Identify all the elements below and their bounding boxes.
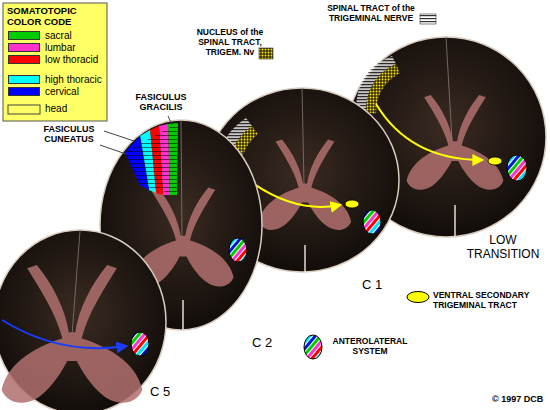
legend-text: sacral [45,30,105,42]
gray-matter [259,140,351,230]
legend-text: SPINAL TRACT of the TRIGEMINAL NERVE [312,4,430,24]
anterolateral-arrow [2,320,126,348]
legend-swatch [8,87,40,96]
dorsal-septum [72,231,80,335]
level-label: C 5 [150,385,180,400]
leader-line [168,116,172,125]
copyright-note: © 1997 DCB [492,394,547,404]
anterolateral-swatch [304,335,322,359]
gray-matter [407,95,504,190]
legend-title: SOMATOTOPIC COLOR CODE [7,6,105,28]
cord-outline [0,230,166,410]
c5-section [0,230,166,410]
dorsal-septum [181,121,182,238]
ventral-fissure [182,300,184,330]
ventral-trigeminal-tract [345,200,359,208]
legend-swatch [8,55,40,64]
legend-swatch [8,31,40,40]
ventral-fissure [454,205,456,237]
legend-text: VENTRAL SECONDARY TRIGEMINAL TRACT [433,291,545,311]
legend-swatch [8,75,40,84]
tract-label: FASICULUS GRACILIS [126,92,196,113]
wedge-stripes [125,123,178,195]
head-swatch [8,105,40,114]
ventral-trigeminal-tract [488,157,502,165]
nucleus-swatch [259,48,273,59]
tract-swatch [420,14,436,24]
anterolateral-system [363,210,381,234]
spinal-trigeminal-nucleus [366,64,400,114]
anterolateral-system [229,238,247,262]
level-label: LOW TRANSITION [460,234,546,262]
anterolateral-system [507,155,527,181]
dorsal-septum [302,88,304,185]
leader-line [104,131,134,141]
legend-text: NUCLEUS of the SPINAL TRACT, TRIGEM. Nv [190,28,270,57]
tract-label: FASICULUS CUNEATUS [36,124,102,145]
dorsal-septum [446,37,452,140]
legend-text: cervical [45,86,105,98]
leader-line [100,145,126,154]
legend-text: lumbar [45,42,105,54]
level-label: C 1 [362,278,392,293]
level-label: C 2 [252,336,282,351]
legend-text: ANTEROLATERAL SYSTEM [326,337,414,357]
legend-box [3,3,107,121]
legend-swatch [8,43,40,52]
ventral-fissure [304,245,306,272]
ventral-tract-swatch [407,292,429,303]
anterolateral-system [131,332,149,356]
legend-text: low thoracid [45,54,105,66]
legend-text: head [45,103,105,115]
legend-text: high thoracic [45,74,106,86]
